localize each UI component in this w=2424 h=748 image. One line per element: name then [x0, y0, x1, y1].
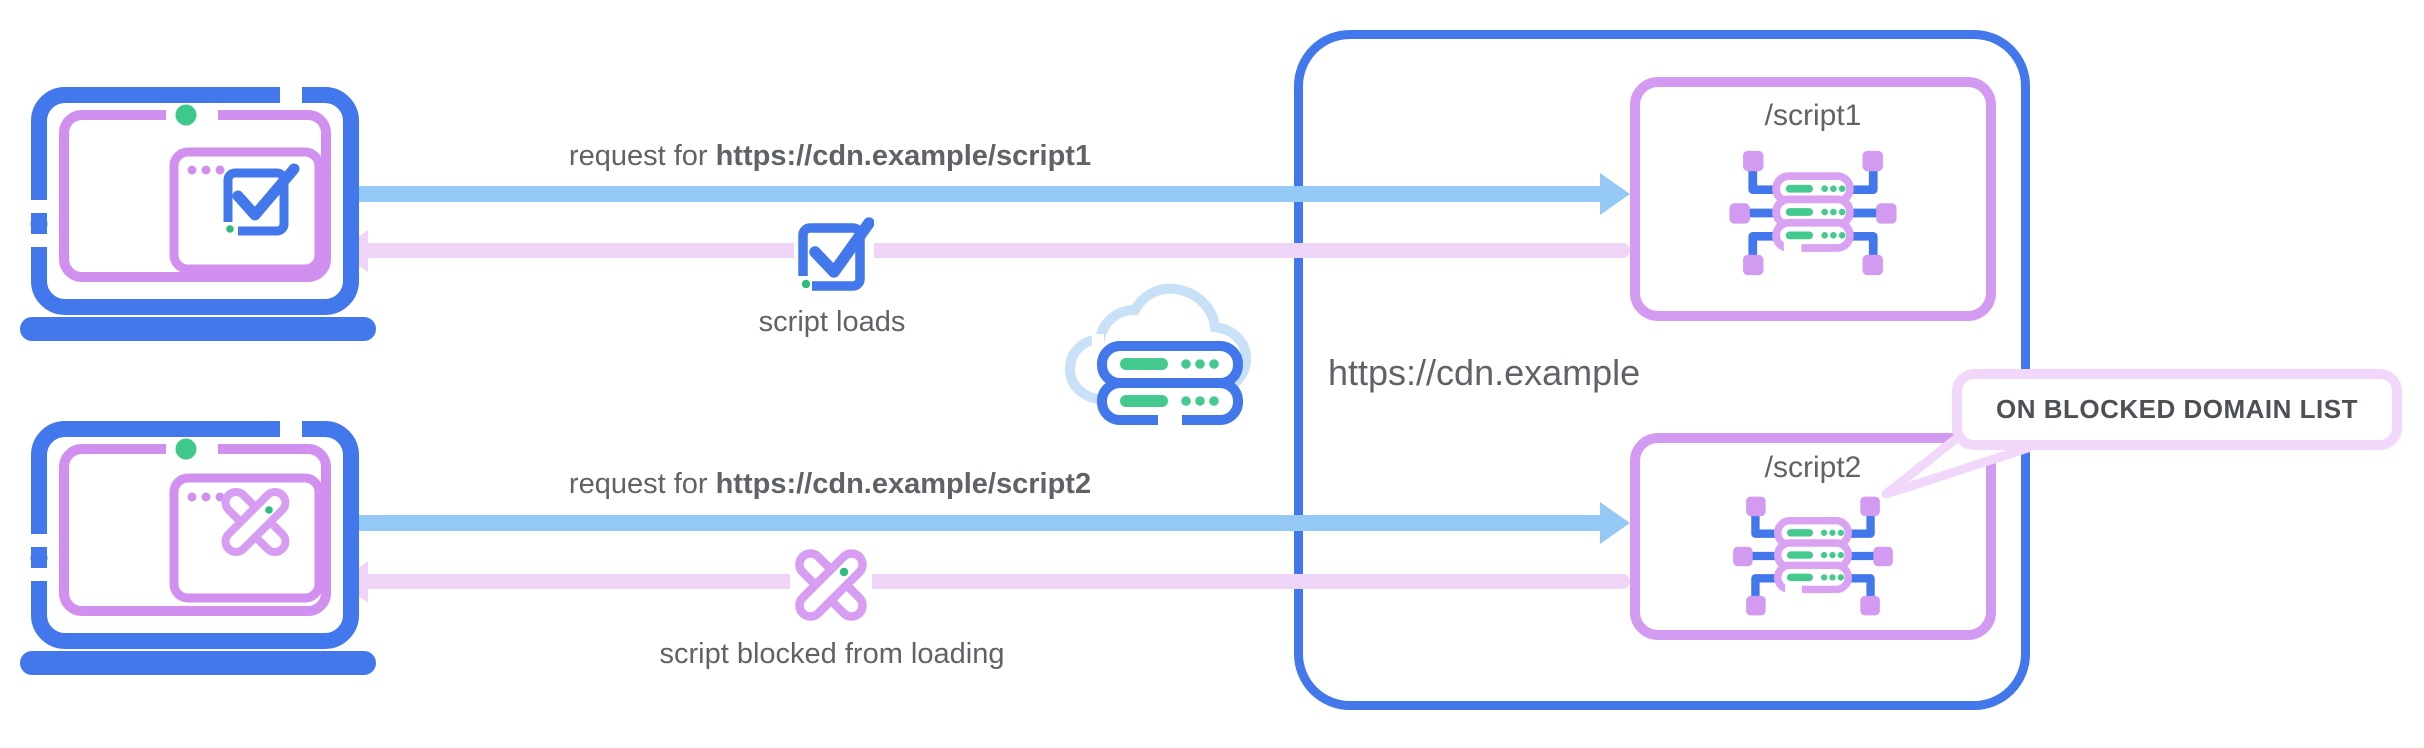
server-network-icon — [1733, 496, 1893, 616]
request-script1-label: request for https://cdn.example/script1 — [430, 140, 1230, 173]
endpoint-script2-label: /script2 — [1764, 451, 1862, 484]
script-loads-label: script loads — [758, 306, 906, 338]
response-arrow-script2 — [338, 560, 1630, 603]
request-arrow-script1 — [352, 173, 1630, 215]
server-network-icon — [1729, 150, 1897, 276]
blocked-domain-callout-text: ON BLOCKED DOMAIN LIST — [1996, 394, 2358, 424]
script-blocked-label: script blocked from loading — [659, 638, 1005, 670]
endpoint-script1-label: /script1 — [1764, 99, 1862, 132]
response-arrow-script1 — [338, 229, 1630, 272]
blocked-cross-icon — [790, 544, 872, 626]
endpoint-box-script1: /script1 — [1630, 77, 1996, 321]
laptop-with-check-browser-icon — [20, 80, 376, 341]
cdn-domain-label: https://cdn.example — [1328, 352, 1641, 393]
request-script2-prefix: request for — [568, 468, 716, 500]
laptop-with-cross-browser-icon — [20, 414, 376, 675]
request-script2-label: request for https://cdn.example/script2 — [430, 468, 1230, 501]
check-square-icon — [794, 210, 874, 292]
request-script1-url: https://cdn.example/script1 — [715, 140, 1092, 172]
cloud-server-icon — [1064, 283, 1252, 426]
request-arrow-script2 — [352, 502, 1630, 544]
request-script1-prefix: request for — [568, 140, 716, 172]
blocked-domain-callout: ON BLOCKED DOMAIN LIST — [1952, 369, 2402, 450]
request-script2-url: https://cdn.example/script2 — [715, 468, 1092, 500]
